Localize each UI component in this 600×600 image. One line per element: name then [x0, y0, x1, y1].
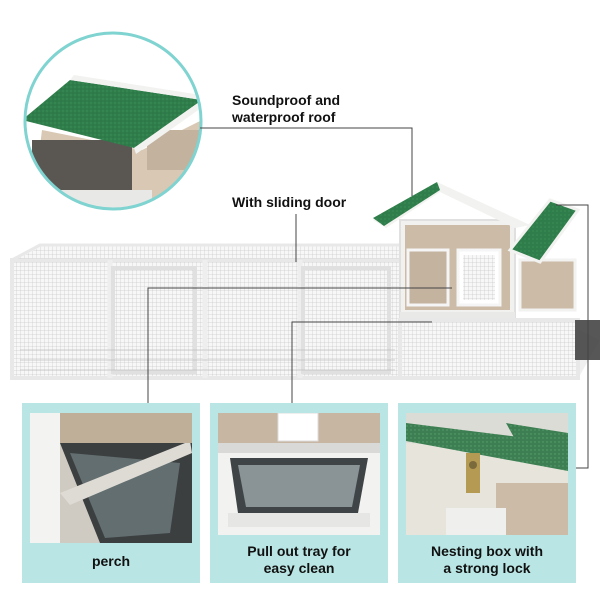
roof-callout-line2: waterproof roof [232, 109, 336, 125]
tray-panel: Pull out tray for easy clean [210, 403, 388, 583]
nest-caption-line2: a strong lock [443, 560, 531, 576]
perch-panel: perch [22, 403, 200, 583]
tray-caption-line1: Pull out tray for [247, 543, 351, 559]
tray-caption-line2: easy clean [263, 560, 335, 576]
nest-photo [406, 413, 568, 535]
roof-callout: Soundproof and waterproof roof [232, 92, 340, 126]
tray-photo [218, 413, 380, 535]
door-callout: With sliding door [232, 194, 347, 210]
nest-caption-line1: Nesting box with [431, 543, 543, 559]
roof-callout-line1: Soundproof and [232, 92, 341, 108]
tray-caption: Pull out tray for easy clean [210, 543, 388, 577]
perch-photo [30, 413, 192, 543]
nest-panel: Nesting box with a strong lock [398, 403, 576, 583]
roof-closeup-inset [22, 30, 204, 212]
perch-caption: perch [91, 553, 131, 569]
nest-caption: Nesting box with a strong lock [398, 543, 576, 577]
hutch-main-image [0, 170, 600, 390]
